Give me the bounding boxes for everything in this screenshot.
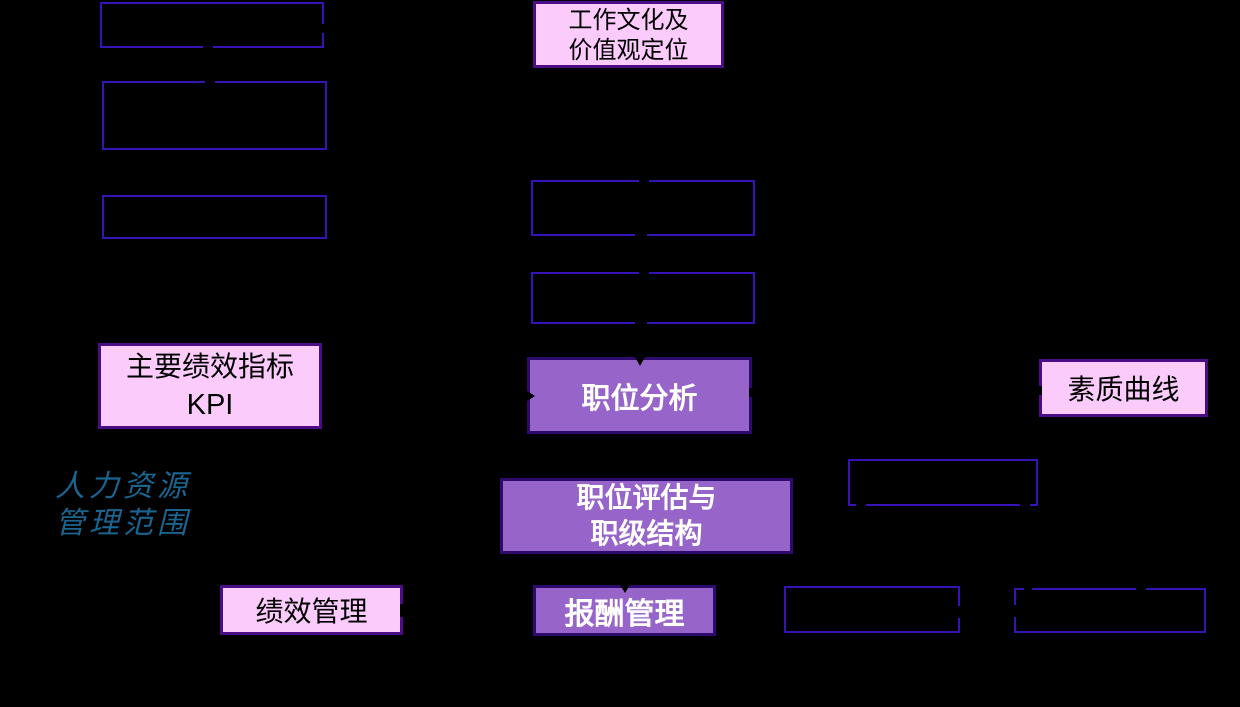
kpi-line2: KPI <box>186 389 234 421</box>
border-gap <box>639 272 649 274</box>
empty-box-right-middle <box>848 459 1038 506</box>
compensation-mgmt-label: 报酬管理 <box>564 596 685 632</box>
culture-values-box: 工作文化及 价值观定位 <box>533 1 724 68</box>
hr-scope-line1: 人力资源 <box>55 469 191 504</box>
culture-values-line2: 价值观定位 <box>568 35 689 64</box>
empty-box-left-1 <box>100 2 324 48</box>
border-gap <box>1024 588 1032 590</box>
arrowhead-down-icon <box>616 580 633 593</box>
arrowhead-right-icon <box>527 390 535 401</box>
border-gap <box>322 24 324 33</box>
hr-scope-line2: 管理范围 <box>55 506 191 541</box>
border-gap <box>635 234 647 236</box>
empty-box-bottom-2 <box>1014 588 1206 633</box>
border-gap <box>958 606 960 618</box>
kpi-box: 主要绩效指标 KPI <box>98 343 322 429</box>
border-gap <box>203 46 213 48</box>
border-gap <box>749 388 752 397</box>
job-evaluation-line1: 职位评估与 <box>576 481 717 514</box>
job-analysis-box: 职位分析 <box>527 357 752 434</box>
border-gap <box>1020 504 1030 506</box>
empty-box-bottom-1 <box>784 586 960 633</box>
job-analysis-label: 职位分析 <box>581 380 698 415</box>
quality-curve-box: 素质曲线 <box>1039 359 1208 417</box>
arrowhead-down-icon <box>634 357 645 366</box>
performance-mgmt-label: 绩效管理 <box>255 595 368 628</box>
job-evaluation-box: 职位评估与 职级结构 <box>500 478 793 554</box>
job-evaluation-line2: 职级结构 <box>590 517 703 550</box>
culture-values-line1: 工作文化及 <box>568 5 689 34</box>
performance-mgmt-box: 绩效管理 <box>220 585 403 635</box>
border-gap <box>1136 588 1146 590</box>
compensation-mgmt-box: 报酬管理 <box>533 580 716 636</box>
border-gap <box>856 504 866 506</box>
border-gap <box>400 604 403 617</box>
border-gap <box>1014 605 1016 617</box>
empty-box-left-2 <box>102 81 327 150</box>
border-gap <box>205 81 215 83</box>
border-gap <box>639 180 649 182</box>
empty-box-left-3 <box>102 195 327 239</box>
empty-box-middle-2 <box>531 272 755 324</box>
empty-box-middle-1 <box>531 180 755 236</box>
hr-scope-label: 人力资源 管理范围 <box>55 468 191 542</box>
kpi-line1: 主要绩效指标 <box>125 350 294 383</box>
border-gap <box>635 322 647 324</box>
border-gap <box>1039 386 1042 395</box>
quality-curve-label: 素质曲线 <box>1067 373 1180 406</box>
